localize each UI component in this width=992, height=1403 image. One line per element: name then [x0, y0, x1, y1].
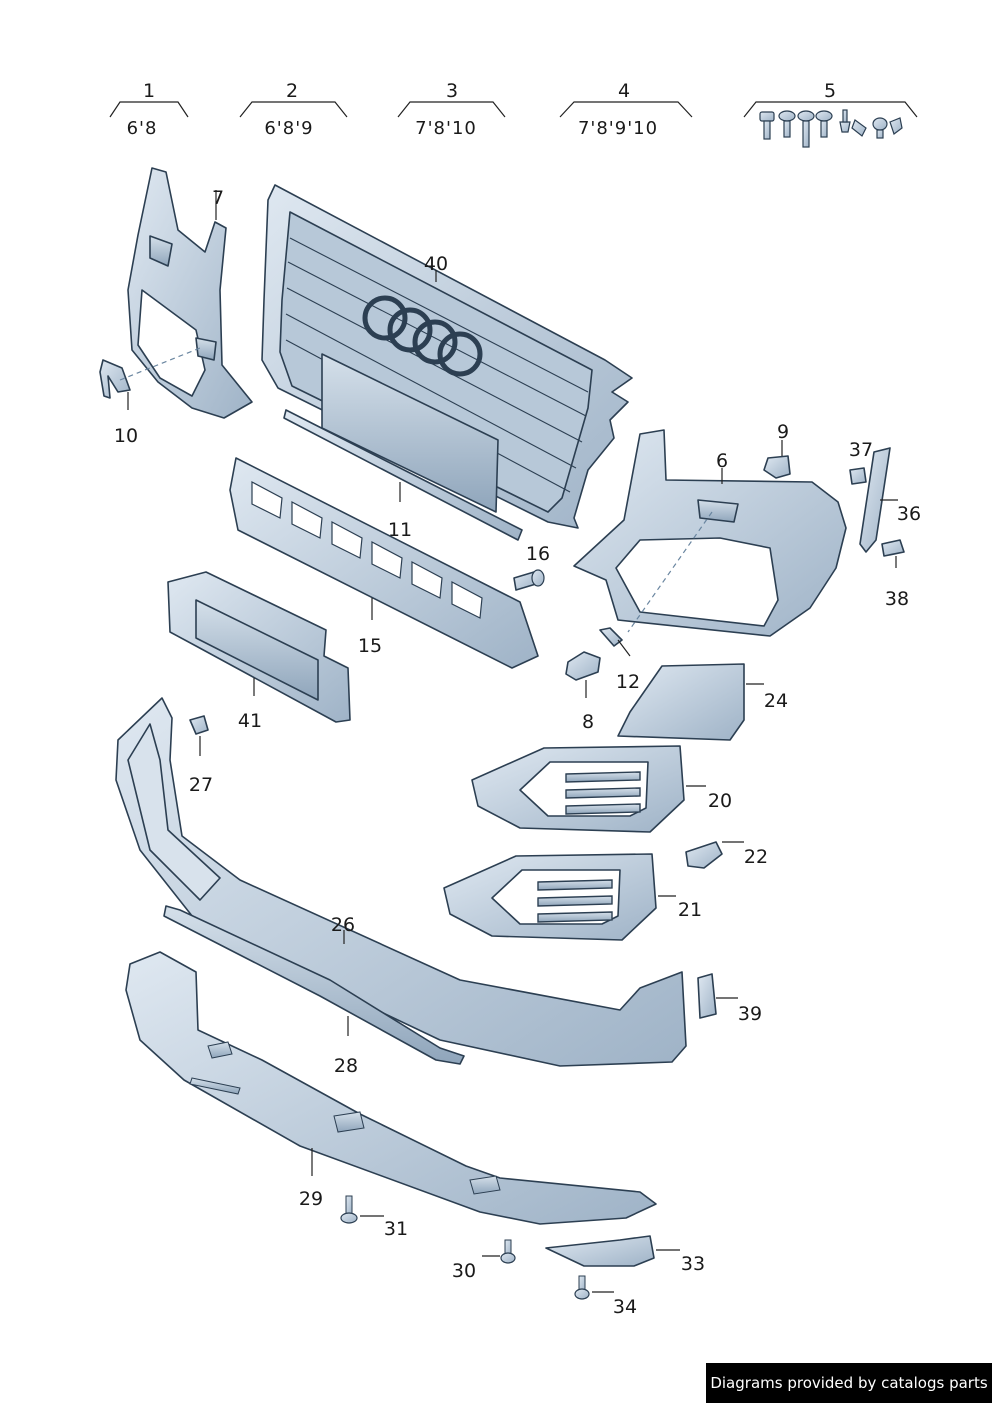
callout-6: 6	[716, 450, 728, 472]
part-10-cover-cap: 10	[99, 347, 201, 447]
kit-1: 1 6'8	[109, 80, 189, 139]
kit-2: 2 6'8'9	[239, 80, 348, 139]
callout-36: 36	[897, 503, 921, 525]
callout-26: 26	[331, 914, 355, 936]
callout-30: 30	[452, 1260, 476, 1282]
part-8-washer-cap: 8	[565, 651, 601, 733]
callout-27: 27	[189, 774, 213, 796]
fastener-set-icons	[759, 109, 903, 148]
part-40-radiator-grille: 40	[261, 184, 633, 529]
callout-37: 37	[849, 439, 873, 461]
kit-5-number: 5	[824, 80, 836, 102]
part-12-bracket: 12	[599, 627, 640, 693]
callout-33: 33	[681, 1253, 705, 1275]
callout-34: 34	[613, 1296, 637, 1318]
part-31-screw: 31	[340, 1195, 408, 1240]
callout-29: 29	[299, 1188, 323, 1210]
part-39-guide: 39	[697, 973, 762, 1025]
part-33-end-cover: 33	[545, 1235, 705, 1275]
kit-5: 5	[743, 80, 918, 148]
part-26-bumper-lower: 26	[115, 697, 687, 1067]
part-28-spoiler-strip: 28	[163, 905, 465, 1077]
part-41-plate-bracket: 41	[167, 571, 351, 732]
part-36-guide-rail: 36	[859, 447, 921, 553]
part-21-fog-grille: 21	[443, 853, 702, 941]
callout-39: 39	[738, 1003, 762, 1025]
rings-emblem-icon	[362, 295, 483, 377]
kit-2-number: 2	[286, 80, 298, 102]
kit-2-contents: 6'8'9	[264, 118, 313, 139]
callout-12: 12	[616, 671, 640, 693]
kit-3-contents: 7'8'10	[415, 118, 477, 139]
part-30-screw: 30	[452, 1239, 516, 1282]
kit-3-number: 3	[446, 80, 458, 102]
part-11-trim-strip: 11	[283, 409, 523, 541]
part-9-clip: 9	[763, 421, 791, 479]
footer-credit: Diagrams provided by catalogs parts	[706, 1363, 992, 1403]
callout-11: 11	[388, 519, 412, 541]
part-24-inner-panel: 24	[617, 663, 788, 741]
kit-4: 4 7'8'9'10	[559, 80, 693, 139]
part-37-nut: 37	[849, 439, 873, 485]
part-15-lower-grille: 15	[229, 457, 539, 669]
part-22-sensor-holder: 22	[685, 841, 768, 869]
kit-4-contents: 7'8'9'10	[578, 118, 658, 139]
callout-24: 24	[764, 690, 788, 712]
callout-10: 10	[114, 425, 138, 447]
callout-7: 7	[212, 187, 224, 209]
callout-16: 16	[526, 543, 550, 565]
kit-1-number: 1	[143, 80, 155, 102]
callout-40: 40	[424, 253, 448, 275]
part-7-side-bracket: 7	[127, 167, 253, 419]
callout-38: 38	[885, 588, 909, 610]
part-34-screw: 34	[574, 1275, 637, 1318]
part-6-side-cover: 6	[573, 429, 847, 637]
callout-15: 15	[358, 635, 382, 657]
callout-41: 41	[238, 710, 262, 732]
kit-4-number: 4	[618, 80, 630, 102]
part-38-screw: 38	[881, 539, 909, 610]
part-20-fog-grille: 20	[471, 745, 732, 833]
kit-3: 3 7'8'10	[397, 80, 506, 139]
callout-20: 20	[708, 790, 732, 812]
callout-21: 21	[678, 899, 702, 921]
callout-31: 31	[384, 1218, 408, 1240]
callout-8: 8	[582, 711, 594, 733]
kit-1-contents: 6'8	[127, 118, 158, 139]
part-27-clip: 27	[189, 715, 213, 796]
part-16-screw: 16	[513, 543, 550, 591]
callout-9: 9	[777, 421, 789, 443]
callout-22: 22	[744, 846, 768, 868]
callout-28: 28	[334, 1055, 358, 1077]
part-29-underbody-guard: 29	[125, 951, 657, 1225]
